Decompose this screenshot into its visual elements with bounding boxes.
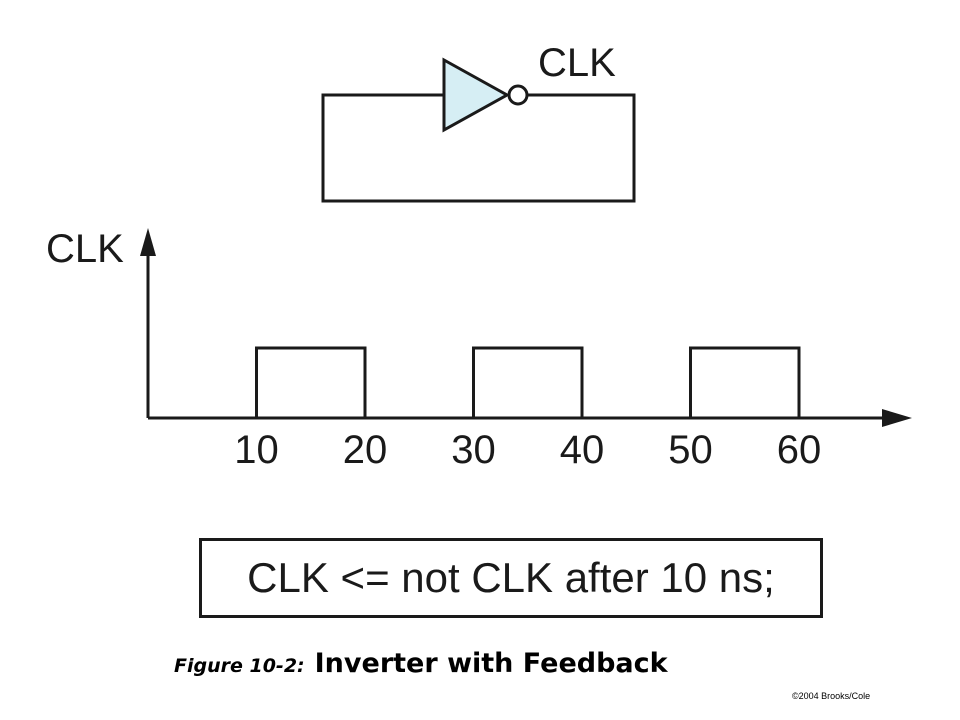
copyright-notice: ©2004 Brooks/Cole — [792, 691, 871, 701]
clk-axis-label: CLK — [46, 227, 124, 271]
clock-pulses — [255, 346, 801, 418]
clock-pulse-2 — [472, 346, 584, 418]
clock-pulse-3 — [689, 346, 801, 418]
clock-pulse-1 — [255, 346, 367, 418]
figure-number: Figure 10-2: — [174, 655, 305, 677]
time-tick-labels: 10 20 30 40 50 60 — [234, 428, 821, 472]
inverter-circuit: CLK — [321, 41, 636, 203]
tick-label-20: 20 — [343, 428, 388, 472]
timing-diagram: CLK 10 20 30 40 50 60 — [46, 227, 912, 472]
clk-output-label: CLK — [538, 41, 616, 85]
inverter-bubble — [507, 84, 529, 106]
vhdl-statement-box: CLK <= not CLK after 10 ns; — [199, 538, 823, 618]
y-axis-arrowhead — [140, 228, 156, 256]
tick-label-30: 30 — [451, 428, 496, 472]
tick-label-50: 50 — [668, 428, 713, 472]
feedback-wire — [321, 93, 636, 203]
vhdl-statement: CLK <= not CLK after 10 ns; — [247, 554, 775, 601]
tick-label-40: 40 — [560, 428, 605, 472]
tick-label-60: 60 — [777, 428, 822, 472]
figure-caption: Figure 10-2: Inverter with Feedback — [174, 648, 668, 679]
inverter-gate — [442, 57, 511, 133]
figure-title: Inverter with Feedback — [314, 648, 668, 679]
tick-label-10: 10 — [234, 428, 279, 472]
x-axis-arrowhead — [882, 409, 912, 427]
